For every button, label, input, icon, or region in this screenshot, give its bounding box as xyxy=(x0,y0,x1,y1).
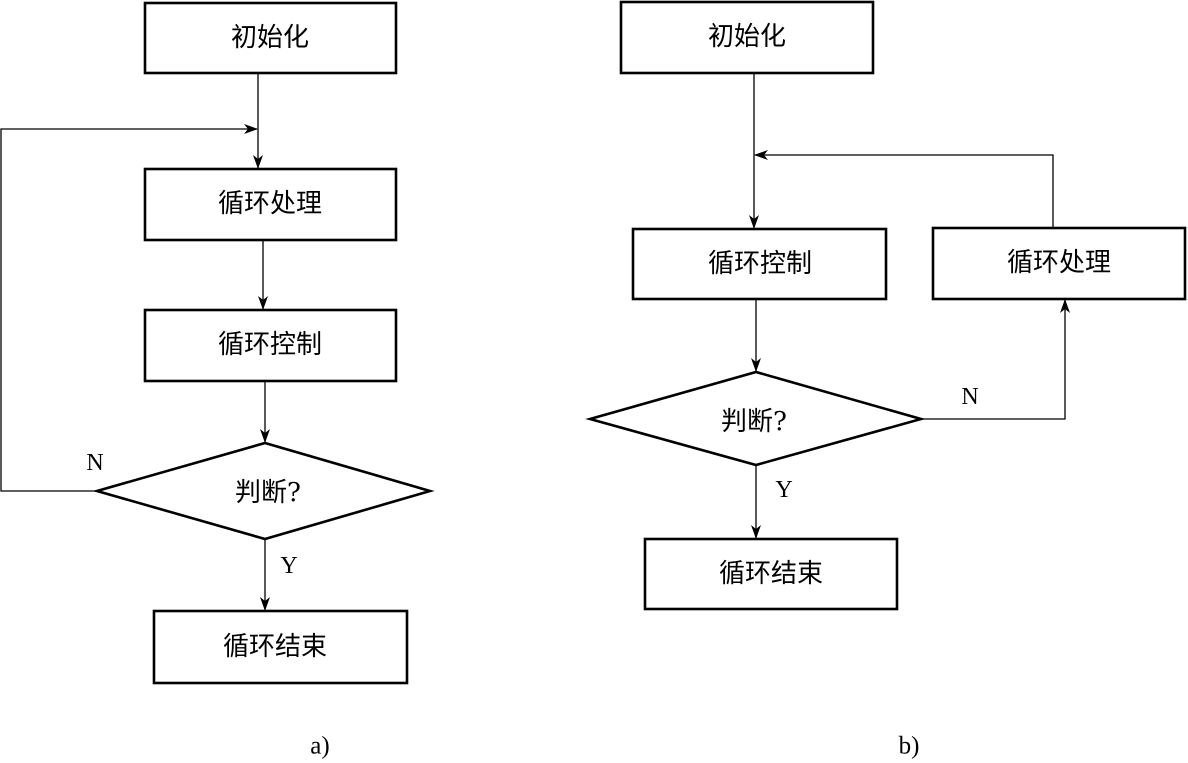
a-loop-control-label: 循环控制 xyxy=(218,330,322,360)
a-loop-process-label: 循环处理 xyxy=(218,189,322,219)
a-loop-process-box xyxy=(143,167,398,242)
a-init-box xyxy=(143,1,398,75)
b-yes-label: Y xyxy=(775,477,792,503)
flowchart-b: 初始化 循环控制 循环处理 判断? 循环结束 N Y b) xyxy=(585,0,1187,760)
b-loop-end-box xyxy=(643,537,899,611)
a-loop-control-box xyxy=(143,308,398,383)
a-yes-label: Y xyxy=(280,553,297,579)
a-caption: a) xyxy=(310,733,329,760)
a-decision-diamond xyxy=(92,441,435,541)
b-loop-control-label: 循环控制 xyxy=(708,249,812,279)
a-no-label: N xyxy=(86,450,103,476)
b-init-label: 初始化 xyxy=(708,22,786,52)
flowchart-a: 初始化 循环处理 循环控制 判断? 循环结束 N Y a) xyxy=(0,1,435,760)
b-loop-end-label: 循环结束 xyxy=(719,559,823,589)
b-loop-control-box xyxy=(631,227,888,301)
b-arrow-no-to-process xyxy=(921,299,1070,420)
b-arrow-loop-back xyxy=(754,150,1054,228)
a-decision-label: 判断? xyxy=(235,478,301,508)
b-decision-label: 判断? xyxy=(721,407,787,437)
b-init-box xyxy=(619,0,875,75)
b-loop-process-box xyxy=(931,226,1187,301)
a-init-label: 初始化 xyxy=(231,23,309,53)
a-arrow-loop-back xyxy=(0,124,258,492)
a-loop-end-box xyxy=(152,609,409,685)
b-loop-process-label: 循环处理 xyxy=(1007,248,1111,278)
b-no-label: N xyxy=(961,384,978,410)
b-caption: b) xyxy=(899,733,920,760)
a-loop-end-label: 循环结束 xyxy=(223,632,327,662)
